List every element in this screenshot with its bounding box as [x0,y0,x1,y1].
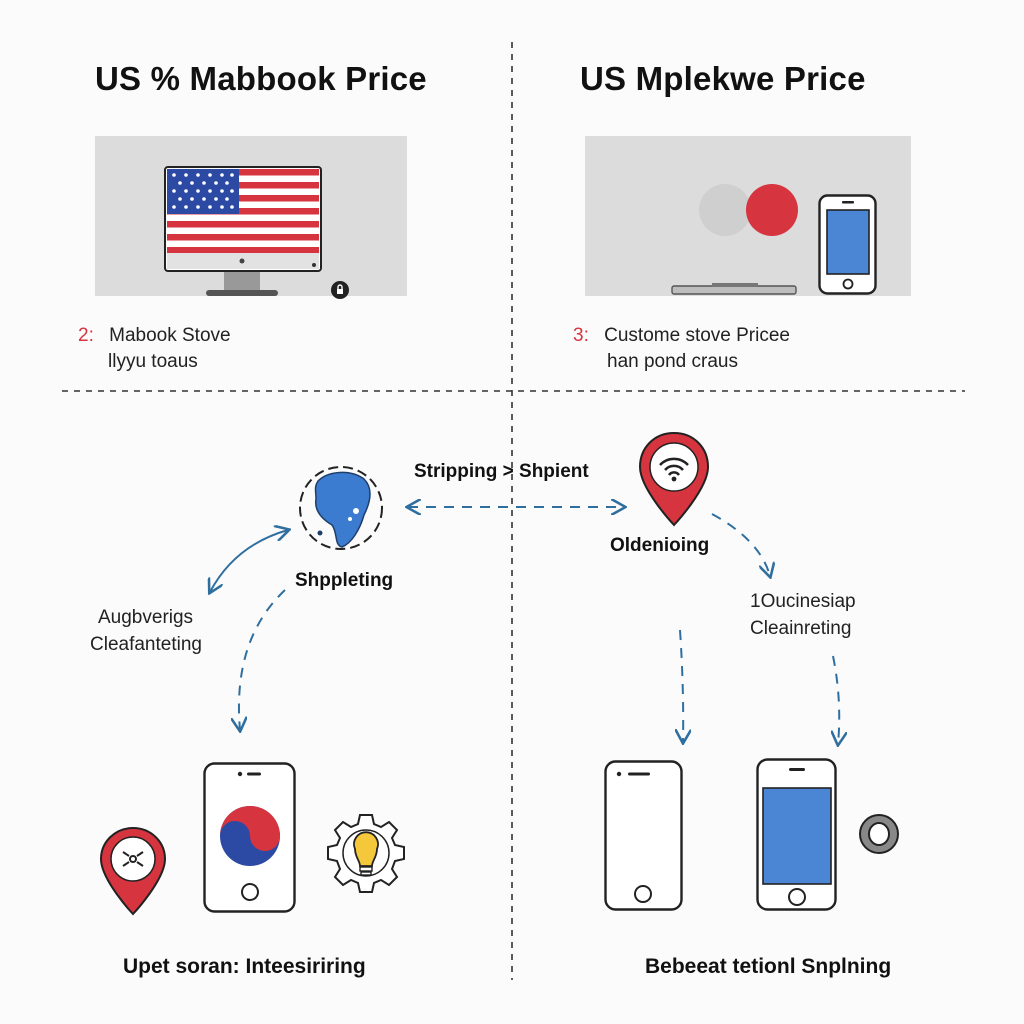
flow-left-label-2: Cleafanteting [90,634,202,655]
left-title: US % Mabbook Price [95,60,427,97]
circle-pair-icon [699,184,798,236]
lock-badge-icon [331,281,349,299]
location-pin-icon [99,826,167,916]
blank-phone-icon [604,760,683,911]
left-note-line2: llyyu toaus [108,351,198,372]
flow-right-label-2: Cleainreting [750,618,852,639]
smartphone-icon [818,194,877,295]
laptop-base-icon [671,283,797,295]
flow-right-label-1: 1Oucinesiap [750,591,856,612]
flow-pin-label: Oldenioing [610,535,710,556]
globe-icon [299,466,383,550]
caption-right: Bebeeat tetionl Snplning [645,955,892,978]
right-title: US Mplekwe Price [580,60,866,97]
flow-left-label: Augbverigs Cleafanteting [90,604,202,658]
location-pin-wifi-icon [638,431,710,527]
gear-lightbulb-icon [327,814,405,893]
right-note-number: 3: [573,325,589,346]
us-flag-monitor-icon [164,166,322,296]
flow-top-label: Stripping > Shpient [414,461,589,482]
left-note-line1: Mabook Stove [109,325,231,346]
ring-icon [859,814,899,854]
left-note-number: 2: [78,325,94,346]
right-note-line1: Custome stove Pricee [604,325,790,346]
flow-left-label-1: Augbverigs [98,607,194,628]
flow-right-label: 1Oucinesiap Cleainreting [750,588,856,642]
right-note: 3: Custome stove Pricee han pond craus [573,323,790,375]
korea-flag-phone-icon [203,762,296,913]
right-note-line2: han pond craus [607,351,738,372]
flow-globe-label: Shppleting [295,570,394,591]
left-note: 2: Mabook Stove llyyu toaus [78,323,231,375]
blue-screen-phone-icon [756,758,837,911]
caption-left: Upet soran: Inteesiriring [123,955,366,978]
